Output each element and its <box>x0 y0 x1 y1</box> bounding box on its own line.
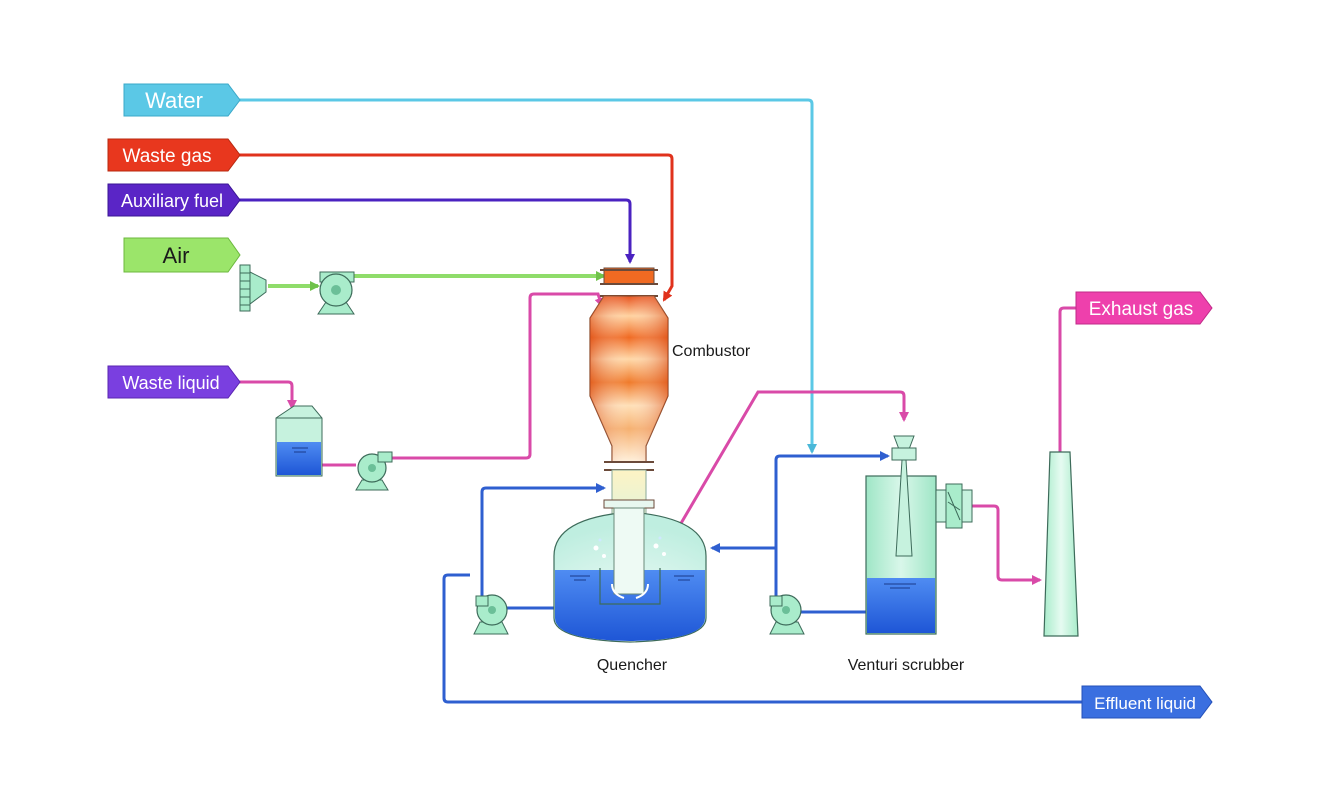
quencher-label: Quencher <box>597 657 668 674</box>
waste-liquid-pipe <box>238 380 297 410</box>
exhaust-gas-tag: Exhaust gas <box>1075 291 1213 325</box>
auxiliary-fuel-pipe <box>238 198 635 264</box>
air-intake-filter <box>239 264 267 312</box>
venturi-to-stack-pipe <box>972 504 1042 585</box>
effluent-liquid-tag: Effluent liquid <box>1081 685 1213 719</box>
effluent-liquid-label: Effluent liquid <box>1094 694 1196 713</box>
venturi-pump <box>769 594 805 635</box>
venturi-scrubber <box>865 435 973 635</box>
waste-gas-label: Waste gas <box>122 146 211 167</box>
waste-liquid-label: Waste liquid <box>122 373 219 393</box>
exhaust-stack <box>1043 451 1079 637</box>
water-tag: Water <box>123 83 241 117</box>
quencher <box>553 499 707 643</box>
water-label: Water <box>145 88 203 113</box>
water-pipe <box>238 98 817 454</box>
combustor-label: Combustor <box>672 343 751 360</box>
exhaust-gas-pipe <box>1058 306 1076 452</box>
waste-liquid-to-combustor-pipe <box>390 292 605 460</box>
venturi-recirculation-pipe <box>774 451 890 596</box>
combustor <box>589 267 669 541</box>
auxiliary-fuel-label: Auxiliary fuel <box>121 191 223 211</box>
waste-liquid-pump <box>355 451 393 491</box>
quencher-pump <box>473 594 509 635</box>
quencher-to-venturi-pipe <box>678 390 909 526</box>
air-tag: Air <box>123 237 241 273</box>
air-label: Air <box>163 243 190 268</box>
waste-liquid-tag: Waste liquid <box>107 365 241 399</box>
quencher-recirculation-pipe <box>480 483 606 602</box>
air-blower <box>317 271 355 315</box>
waste-liquid-tank <box>275 405 323 477</box>
waste-gas-pipe <box>238 153 674 302</box>
auxiliary-fuel-tag: Auxiliary fuel <box>107 183 241 217</box>
venturi-scrubber-label: Venturi scrubber <box>848 657 965 674</box>
effluent-liquid-pipe <box>442 573 1082 704</box>
waste-gas-tag: Waste gas <box>107 138 241 172</box>
exhaust-gas-label: Exhaust gas <box>1089 299 1194 320</box>
